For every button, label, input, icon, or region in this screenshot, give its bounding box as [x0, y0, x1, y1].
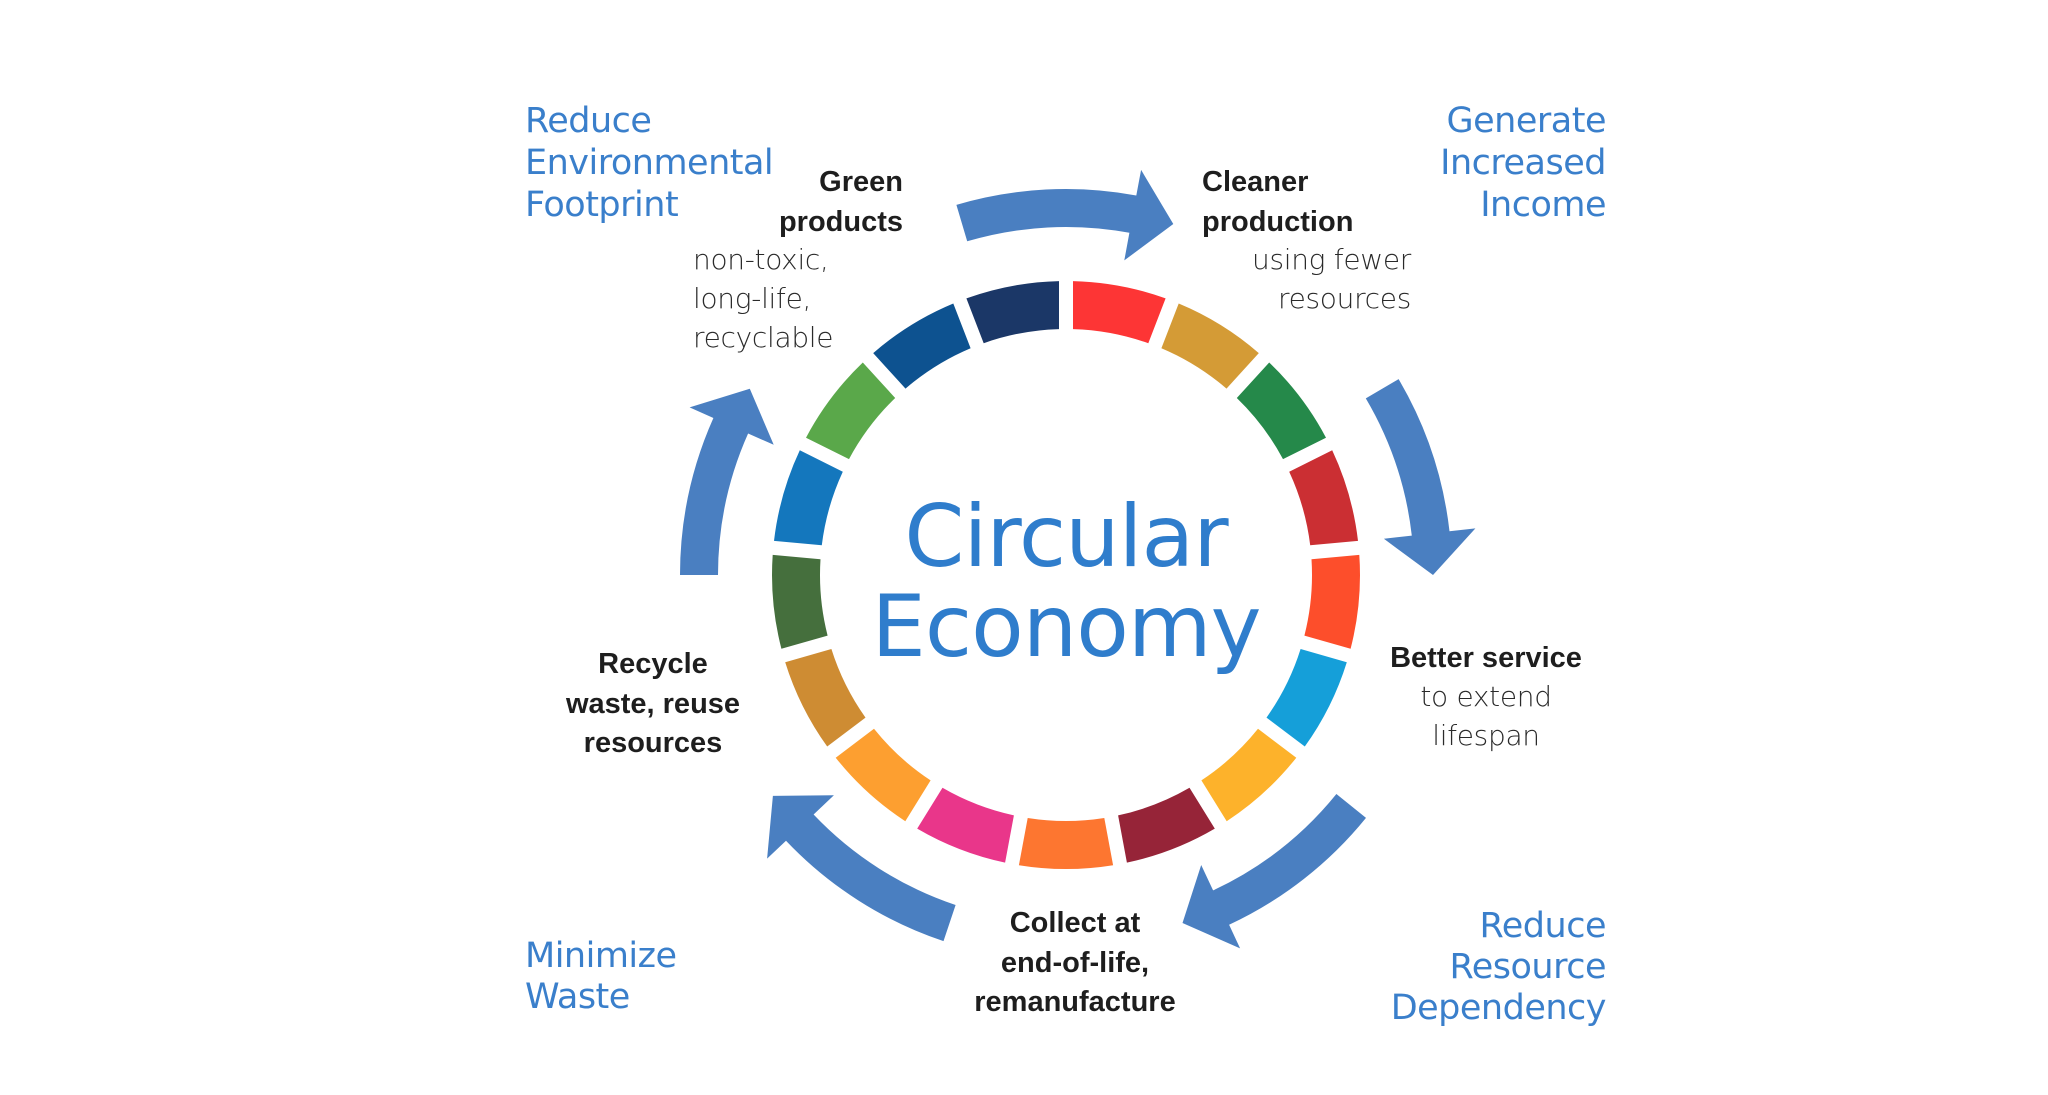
- ring-segment: [1118, 787, 1215, 863]
- ring-segment: [966, 281, 1059, 344]
- outcome-reduce-resource-dependency: Reduce Resource Dependency: [1391, 906, 1607, 1028]
- ring-segment: [1289, 450, 1358, 546]
- stage-title: remanufacture: [974, 986, 1175, 1018]
- ring-segment: [1236, 362, 1326, 460]
- outcome-label: Generate: [1447, 101, 1606, 141]
- outcome-label: Reduce: [525, 101, 651, 141]
- stage-title: Collect at: [1010, 907, 1141, 939]
- stage-description: recyclable: [693, 321, 833, 354]
- ring-segment: [1266, 649, 1347, 747]
- stage-description: lifespan: [1432, 719, 1540, 752]
- center-title-line-1: Circular: [904, 487, 1229, 587]
- outcome-label: Income: [1480, 185, 1606, 225]
- outcome-label: Reduce: [1480, 906, 1606, 946]
- stage-description: to extend: [1420, 680, 1551, 713]
- stage-title: end-of-life,: [1001, 947, 1149, 979]
- ring-segment: [917, 787, 1014, 863]
- arrow-recycle-to-green-icon: [680, 388, 774, 575]
- stage-title: resources: [584, 727, 723, 759]
- outcome-minimize-waste: Minimize Waste: [525, 936, 677, 1017]
- center-title: Circular Economy: [871, 487, 1261, 677]
- arrow-service-to-collect-icon: [1182, 794, 1366, 949]
- stage-description: resources: [1278, 282, 1411, 315]
- stage-description: non-toxic,: [693, 243, 829, 276]
- outcome-label: Footprint: [525, 185, 678, 225]
- arrow-cleaner-to-service-icon: [1365, 379, 1476, 575]
- stage-title: Cleaner: [1202, 166, 1308, 198]
- stage-title: Recycle: [598, 648, 708, 680]
- ring-segment: [1304, 554, 1360, 649]
- stage-title: production: [1202, 206, 1353, 238]
- ring-segment: [1161, 303, 1259, 389]
- stage-title: Green: [819, 166, 903, 198]
- stage-description: using fewer: [1252, 243, 1412, 276]
- stage-collect-remanufacture: Collect at end-of-life, remanufacture: [974, 907, 1175, 1018]
- ring-segment: [772, 554, 828, 649]
- ring-segment: [806, 362, 896, 460]
- center-title-line-2: Economy: [871, 577, 1260, 677]
- outcome-reduce-environmental-footprint: Reduce Environmental Footprint: [525, 101, 774, 225]
- stage-recycle: Recycle waste, reuse resources: [565, 648, 740, 759]
- sdg-color-ring: [772, 281, 1360, 869]
- ring-segment: [785, 649, 866, 747]
- ring-segment: [1073, 281, 1166, 344]
- ring-segment: [1018, 818, 1114, 869]
- stage-green-products: Green products non-toxic, long-life, rec…: [693, 166, 903, 354]
- arrow-green-to-cleaner-icon: [956, 169, 1174, 261]
- outcome-label: Minimize: [525, 936, 677, 976]
- stage-description: long-life,: [693, 282, 811, 315]
- stage-better-service: Better service to extend lifespan: [1390, 642, 1582, 752]
- stage-cleaner-production: Cleaner production using fewer resources: [1202, 166, 1412, 315]
- stage-title: waste, reuse: [565, 688, 740, 720]
- outcome-label: Dependency: [1391, 988, 1606, 1028]
- outcome-label: Waste: [525, 977, 630, 1017]
- ring-segment: [774, 450, 843, 546]
- outcome-label: Increased: [1440, 143, 1606, 183]
- ring-segment: [835, 728, 931, 822]
- ring-segment: [873, 303, 971, 389]
- cycle-arrows: [680, 169, 1476, 949]
- stage-title: Better service: [1390, 642, 1582, 674]
- ring-segment: [1201, 728, 1297, 822]
- arrow-collect-to-recycle-icon: [767, 795, 956, 942]
- outcome-label: Environmental: [525, 143, 773, 183]
- outcome-label: Resource: [1449, 947, 1606, 987]
- stage-title: products: [779, 206, 903, 238]
- outcome-generate-increased-income: Generate Increased Income: [1440, 101, 1606, 225]
